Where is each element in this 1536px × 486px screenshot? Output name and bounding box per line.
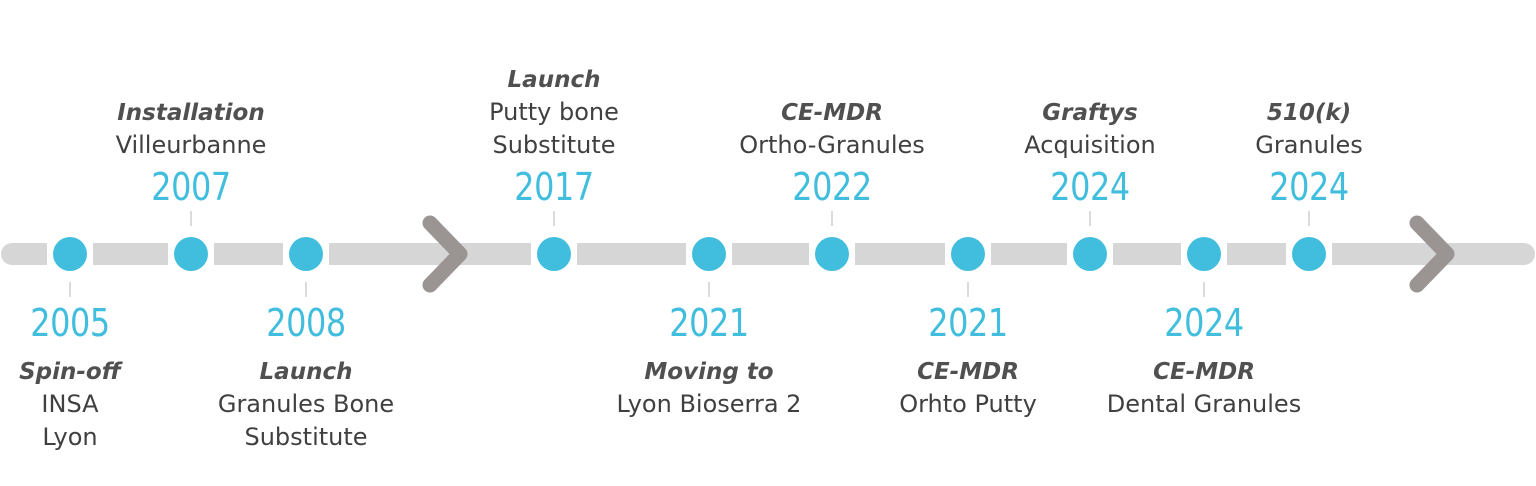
event-description-line: Ortho-Granules — [739, 131, 925, 159]
timeline-ticks — [69, 211, 1310, 297]
event-title: Graftys — [1042, 100, 1138, 126]
event-year: 2024 — [1164, 301, 1244, 345]
event-description-line: Acquisition — [1024, 131, 1156, 159]
event-year: 2005 — [30, 301, 110, 345]
event-description-line: Granules — [1255, 131, 1363, 159]
arrow-chevron-icon — [422, 215, 468, 293]
event-description-line: Lyon — [42, 423, 98, 451]
event-dot — [1187, 237, 1221, 271]
event-title: CE-MDR — [781, 100, 883, 126]
event-dot — [1292, 237, 1326, 271]
event-description-line: INSA — [41, 390, 99, 418]
event-dot — [951, 237, 985, 271]
event-title: Spin-off — [19, 359, 121, 385]
event-title: Moving to — [644, 359, 774, 385]
event-year: 2022 — [792, 165, 872, 209]
event-year: 2021 — [669, 301, 749, 345]
event-year: 2021 — [928, 301, 1008, 345]
event-description-line: Granules Bone — [217, 390, 395, 418]
event-title: Installation — [117, 100, 265, 126]
event-dot — [1073, 237, 1107, 271]
event-title: CE-MDR — [917, 359, 1019, 385]
event-year: 2007 — [151, 165, 231, 209]
event-dot — [289, 237, 323, 271]
event-e2022-ce-mdr: CE-MDR Ortho-Granules 2022 — [697, 97, 967, 206]
event-title: CE-MDR — [1153, 359, 1255, 385]
event-year: 2008 — [266, 301, 346, 345]
event-description-line: Substitute — [244, 423, 368, 451]
event-year: 2024 — [1269, 165, 1349, 209]
event-description-line: Orhto Putty — [899, 390, 1037, 418]
event-title: Launch — [507, 67, 601, 93]
event-description-line: Putty bone — [489, 98, 619, 126]
event-description-line: Substitute — [492, 131, 616, 159]
event-e2024-510k: 510(k) Granules 2024 — [1174, 97, 1444, 206]
event-dot — [174, 237, 208, 271]
event-description-line: Villeurbanne — [115, 131, 267, 159]
event-year: 2017 — [514, 165, 594, 209]
event-description-line: Dental Granules — [1106, 390, 1302, 418]
arrow-chevron-icon — [1409, 215, 1455, 293]
event-description-line: Lyon Bioserra 2 — [616, 390, 802, 418]
event-dot — [53, 237, 87, 271]
event-title: Launch — [259, 359, 353, 385]
event-dot — [537, 237, 571, 271]
event-year: 2024 — [1050, 165, 1130, 209]
event-dot — [815, 237, 849, 271]
timeline-dots — [53, 237, 1326, 271]
event-title: 510(k) — [1266, 100, 1352, 126]
event-dot — [692, 237, 726, 271]
